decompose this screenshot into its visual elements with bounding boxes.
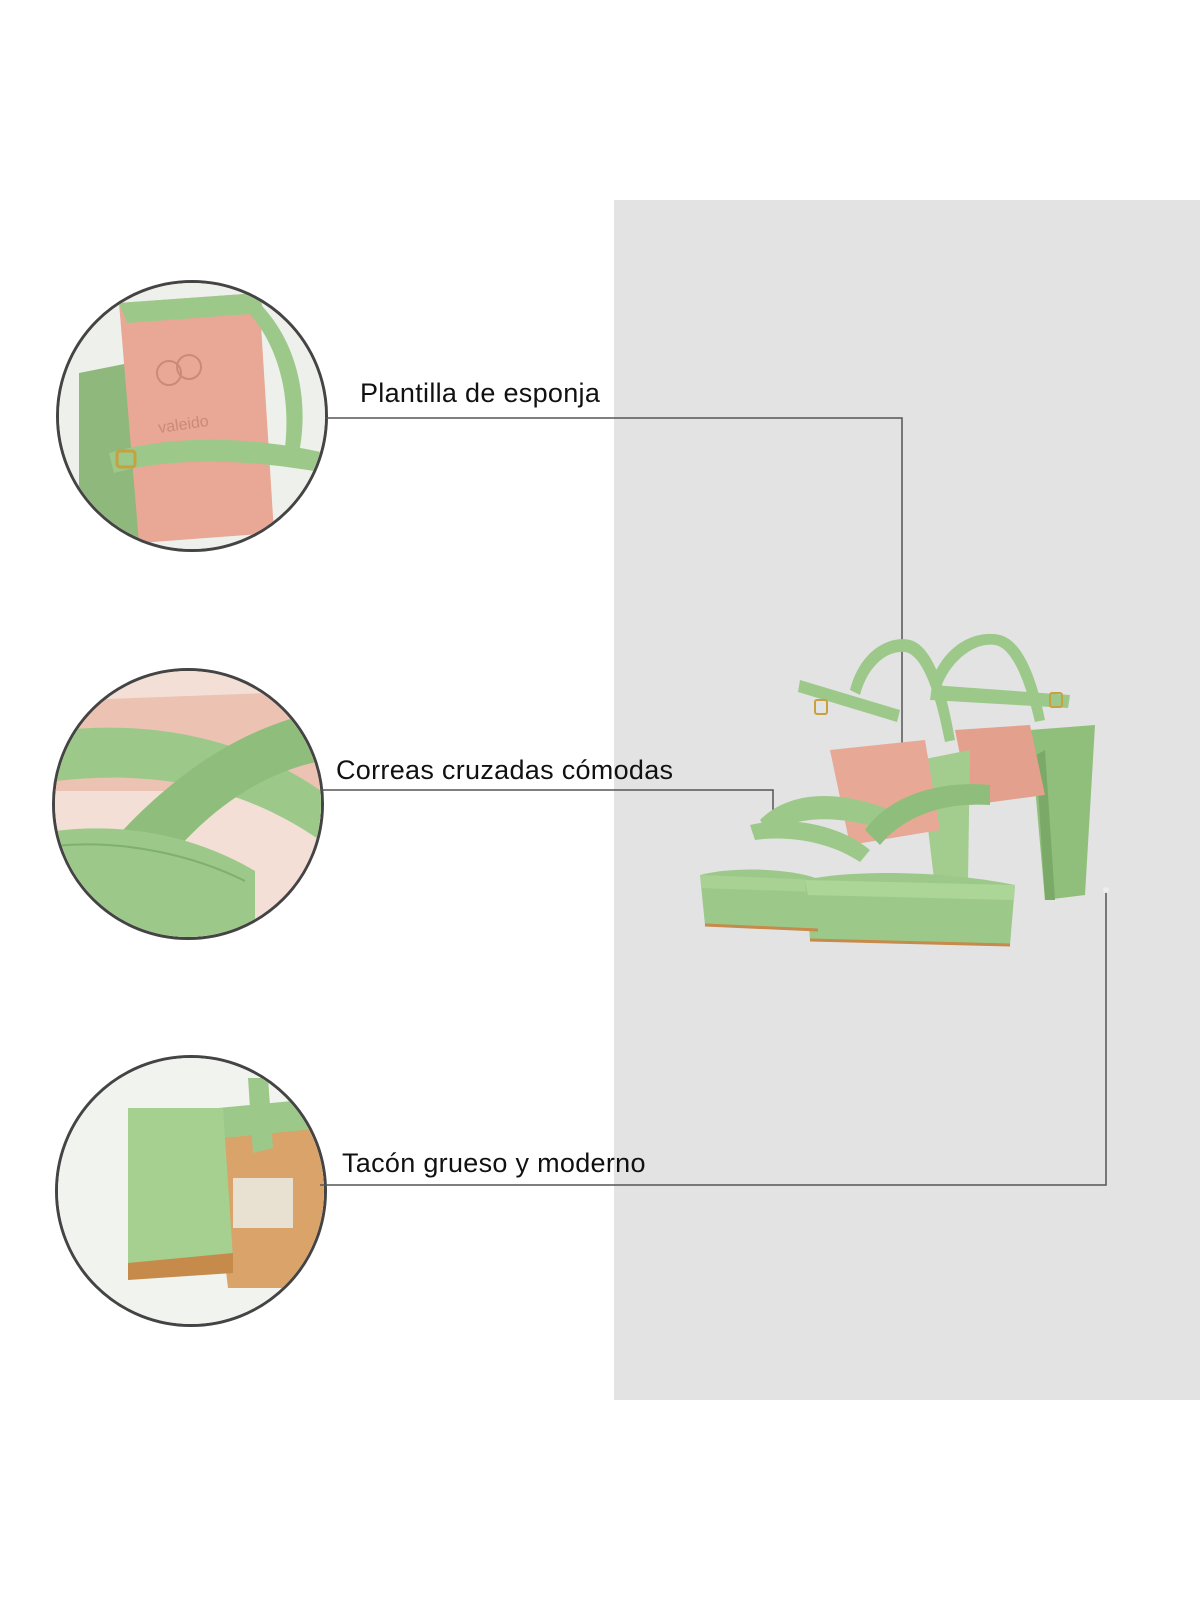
sandal-pair-image <box>700 633 1095 947</box>
svg-text:valeido: valeido <box>157 413 210 437</box>
heel-closeup-icon <box>58 1058 324 1324</box>
insole-closeup-icon: valeido <box>59 283 325 549</box>
callout-label-insole: Plantilla de esponja <box>360 378 601 408</box>
callout-label-straps: Correas cruzadas cómodas <box>336 755 674 785</box>
callout-label-heel: Tacón grueso y moderno <box>342 1148 646 1178</box>
heel-closeup-circle <box>55 1055 327 1327</box>
insole-closeup-circle: valeido <box>56 280 328 552</box>
straps-closeup-circle <box>52 668 324 940</box>
strap-closeup-icon <box>55 671 321 937</box>
